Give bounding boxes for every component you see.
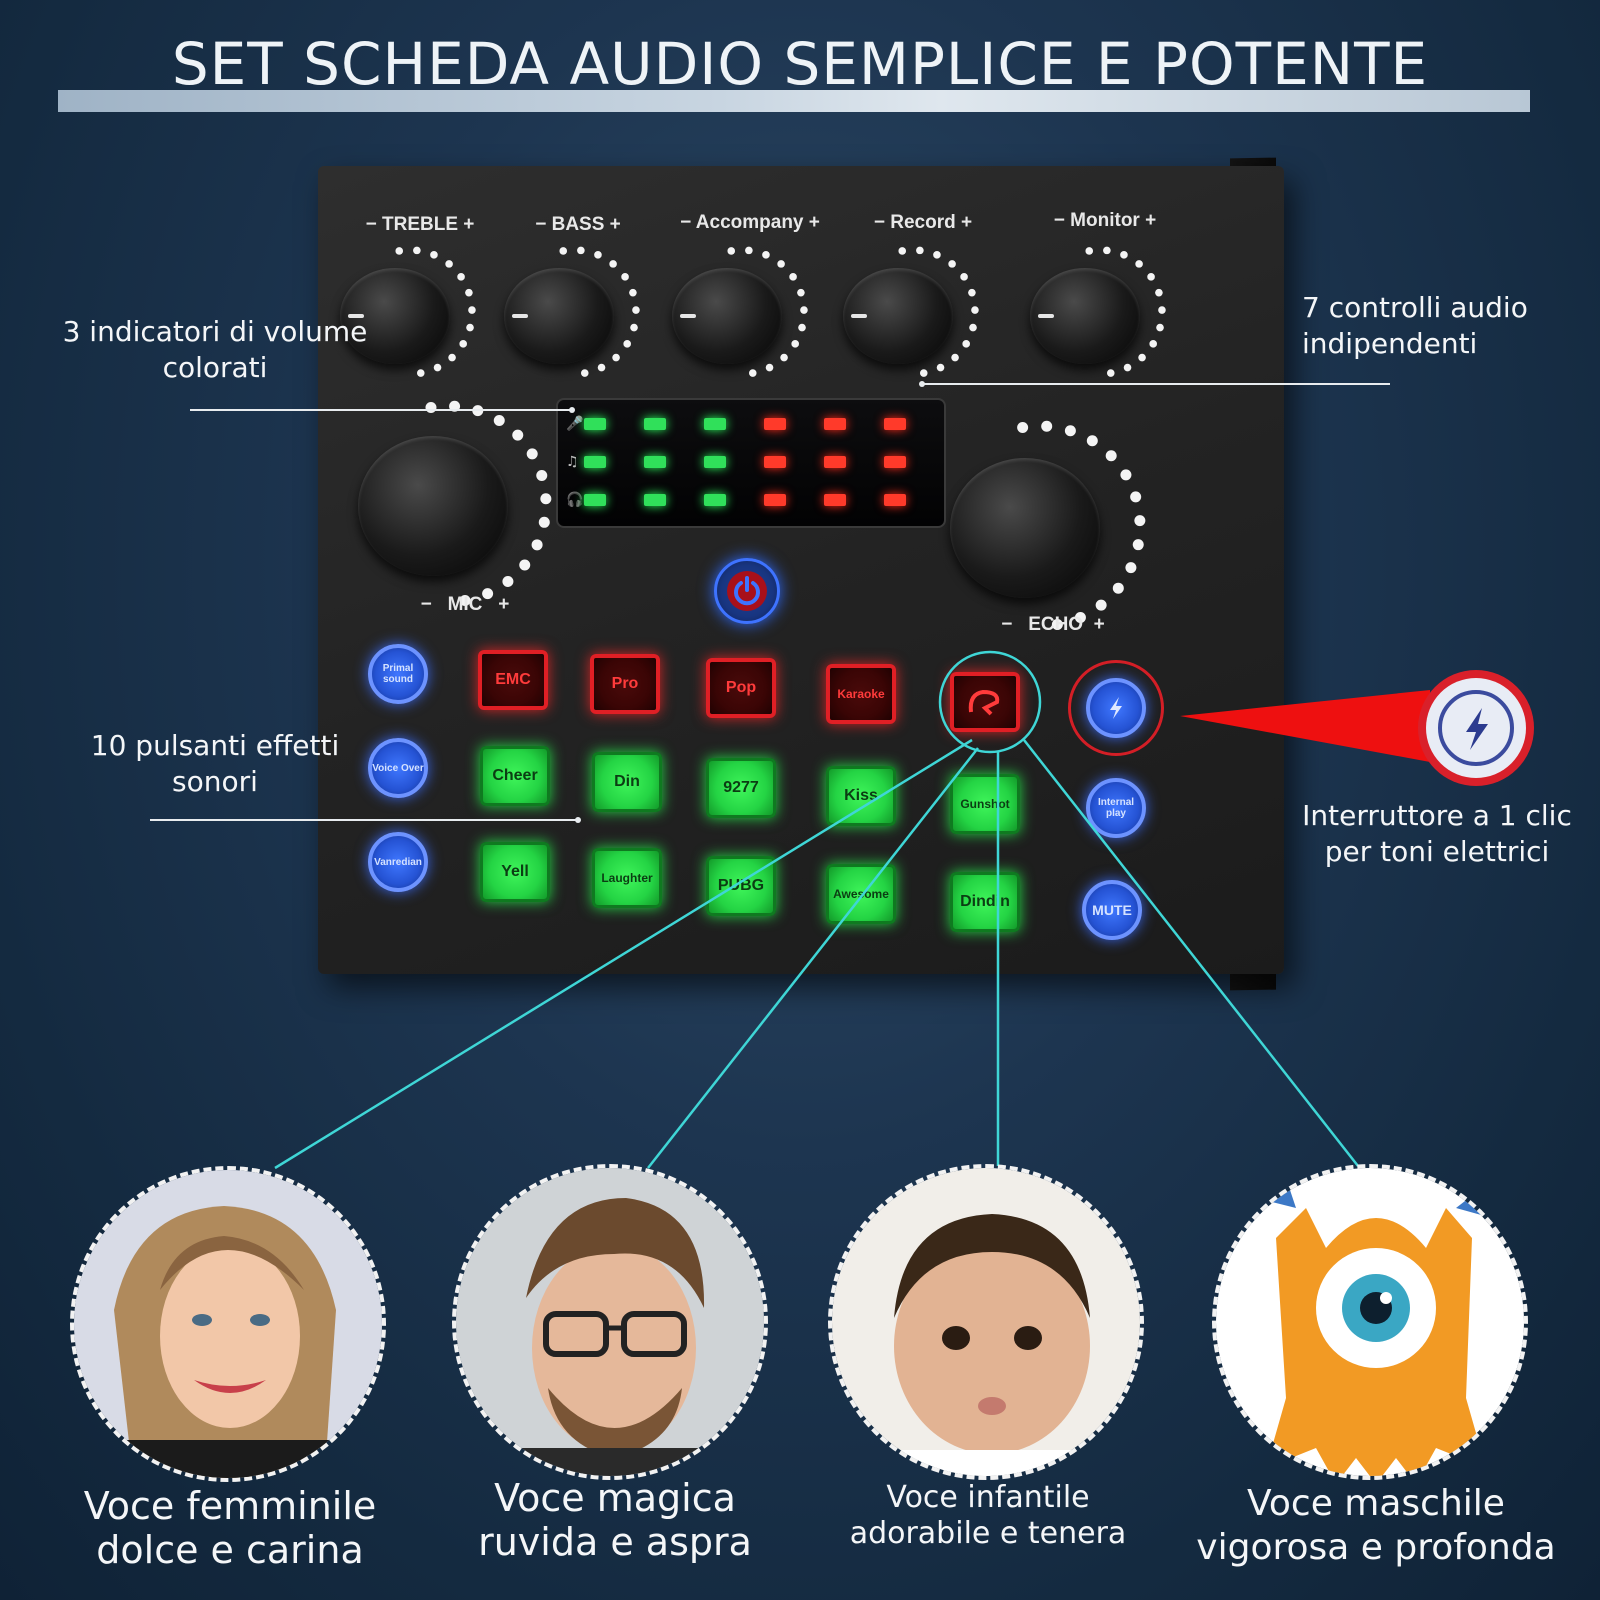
pro-button[interactable]: Pro — [590, 654, 660, 714]
mute-button[interactable]: MUTE — [1082, 880, 1142, 940]
knob-label-monitor: − Monitor + — [1053, 210, 1157, 231]
music-icon: ♫ — [566, 454, 579, 470]
green-led — [704, 418, 726, 430]
pubg-button[interactable]: PUBG — [706, 856, 776, 916]
effect-buttons-callout: 10 pulsanti effetti sonori — [90, 729, 340, 798]
9277-button[interactable]: 9277 — [706, 758, 776, 818]
green-led — [704, 494, 726, 506]
red-led — [764, 494, 786, 506]
kiss-button[interactable]: Kiss — [826, 766, 896, 826]
headphone-icon: 🎧 — [566, 492, 584, 508]
red-led — [884, 418, 906, 430]
male-voice-portrait — [1212, 1164, 1528, 1480]
laughter-button[interactable]: Laughter — [592, 848, 662, 908]
knob-label-bass: − BASS + — [535, 214, 621, 235]
voice-change-button[interactable] — [950, 672, 1020, 732]
knob-label-treble: − TREBLE + — [365, 214, 475, 235]
accompany-knob[interactable] — [672, 268, 782, 364]
green-led — [644, 494, 666, 506]
red-led — [824, 418, 846, 430]
treble-knob[interactable] — [340, 268, 450, 364]
green-led — [584, 456, 606, 468]
bass-knob[interactable] — [504, 268, 614, 364]
internal-play-button[interactable]: Internal play — [1086, 778, 1146, 838]
red-led — [764, 456, 786, 468]
volume-indicators-callout: 3 indicatori di volume colorati — [62, 315, 368, 384]
green-led — [644, 456, 666, 468]
green-led — [584, 494, 606, 506]
mic-icon: 🎤 — [566, 416, 584, 432]
green-led — [584, 418, 606, 430]
record-knob[interactable] — [843, 268, 953, 364]
emc-button[interactable]: EMC — [478, 650, 548, 710]
pop-button[interactable]: Pop — [706, 658, 776, 718]
mic-knob[interactable] — [358, 436, 508, 576]
echo-knob[interactable] — [950, 458, 1100, 598]
female-voice-caption: Voce femminile dolce e carina — [83, 1484, 377, 1572]
red-led — [824, 456, 846, 468]
lightning-icon — [1110, 697, 1122, 719]
power-button[interactable] — [714, 558, 780, 624]
magic-voice-portrait — [452, 1164, 768, 1480]
power-icon — [734, 576, 760, 606]
electric-tone-button[interactable] — [1086, 678, 1146, 738]
karaoke-button[interactable]: Karaoke — [826, 664, 896, 724]
male-voice-caption: Voce maschile vigorosa e profonda — [1196, 1483, 1556, 1568]
child-voice-portrait — [828, 1164, 1144, 1480]
din-button[interactable]: Din — [592, 752, 662, 812]
red-led — [884, 494, 906, 506]
red-led — [884, 456, 906, 468]
gunshot-button[interactable]: Gunshot — [950, 774, 1020, 834]
yell-button[interactable]: Yell — [480, 842, 550, 902]
awesome-button[interactable]: Awesome — [826, 864, 896, 924]
primal-sound-button[interactable]: Primal sound — [368, 644, 428, 704]
magic-voice-caption: Voce magica ruvida e aspra — [478, 1476, 752, 1564]
green-led — [704, 456, 726, 468]
monitor-knob[interactable] — [1030, 268, 1140, 364]
child-voice-caption: Voce infantile adorabile e tenera — [849, 1480, 1127, 1551]
cheer-button[interactable]: Cheer — [480, 746, 550, 806]
mic-knob-label: − MIC + — [420, 594, 510, 615]
knob-label-accompany: − Accompany + — [680, 212, 820, 233]
female-voice-portrait — [70, 1166, 386, 1482]
red-led — [824, 494, 846, 506]
red-led — [764, 418, 786, 430]
dindin-button[interactable]: Dindin — [950, 872, 1020, 932]
echo-knob-label: − ECHO + — [1001, 614, 1105, 635]
audio-controls-callout: 7 controlli audio indipendenti — [1302, 291, 1528, 360]
green-led — [644, 418, 666, 430]
voice-over-button[interactable]: Voice Over — [368, 738, 428, 798]
title-underline-bar — [58, 90, 1530, 112]
page-title: SET SCHEDA AUDIO SEMPLICE E POTENTE — [171, 30, 1429, 98]
knob-label-record: − Record + — [873, 212, 973, 233]
blue-effect-button[interactable]: Vanredian — [368, 832, 428, 892]
voice-change-icon — [968, 689, 1000, 716]
volume-level-meter: 🎤 ♫ 🎧 — [556, 398, 946, 528]
one-click-switch-callout: Interruttore a 1 clic per toni elettrici — [1302, 799, 1572, 868]
